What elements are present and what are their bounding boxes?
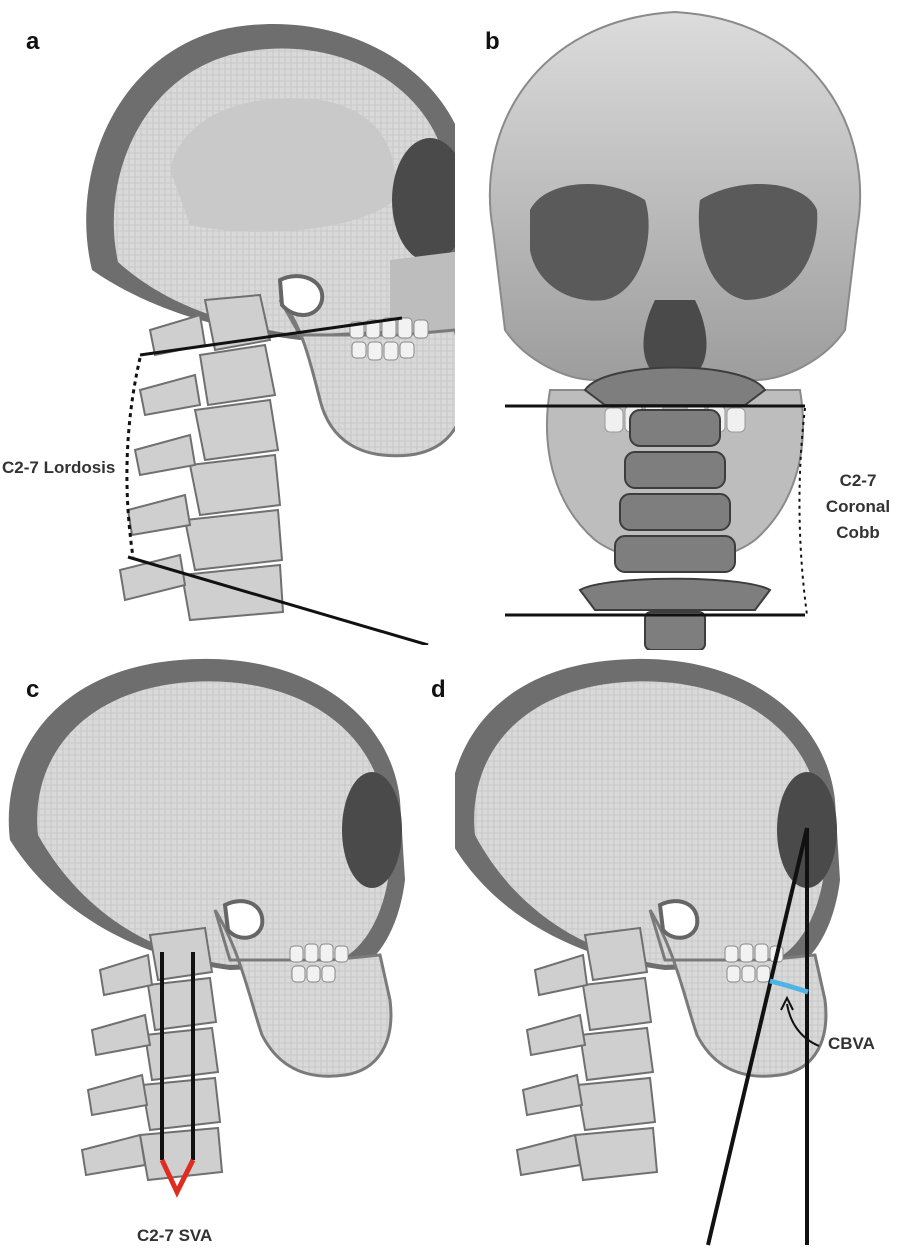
panel-c: c (0, 650, 455, 1249)
lordosis-label: C2-7 Lordosis (2, 458, 115, 478)
cbva-label: CBVA (828, 1034, 875, 1054)
lateral-skull-illustration-c (0, 650, 455, 1249)
cervical-spine-d (517, 928, 657, 1180)
coronal-cobb-line-3: Cobb (823, 520, 893, 546)
panel-letter-d: d (431, 676, 446, 704)
lateral-skull-illustration (0, 0, 455, 645)
coronal-cobb-label: C2-7 Coronal Cobb (823, 468, 893, 546)
coronal-cobb-line-2: Coronal (823, 494, 893, 520)
cervical-spine (120, 295, 283, 620)
anterior-skull-illustration (455, 0, 897, 650)
lateral-skull-illustration-d (455, 650, 897, 1249)
sva-label: C2-7 SVA (137, 1226, 212, 1246)
cervical-spine-c (82, 928, 222, 1180)
panel-a: a (0, 0, 455, 645)
panel-b: b (455, 0, 897, 650)
nasal-aperture (643, 300, 706, 372)
panel-d: d (455, 650, 897, 1249)
coronal-cobb-line-1: C2-7 (823, 468, 893, 494)
